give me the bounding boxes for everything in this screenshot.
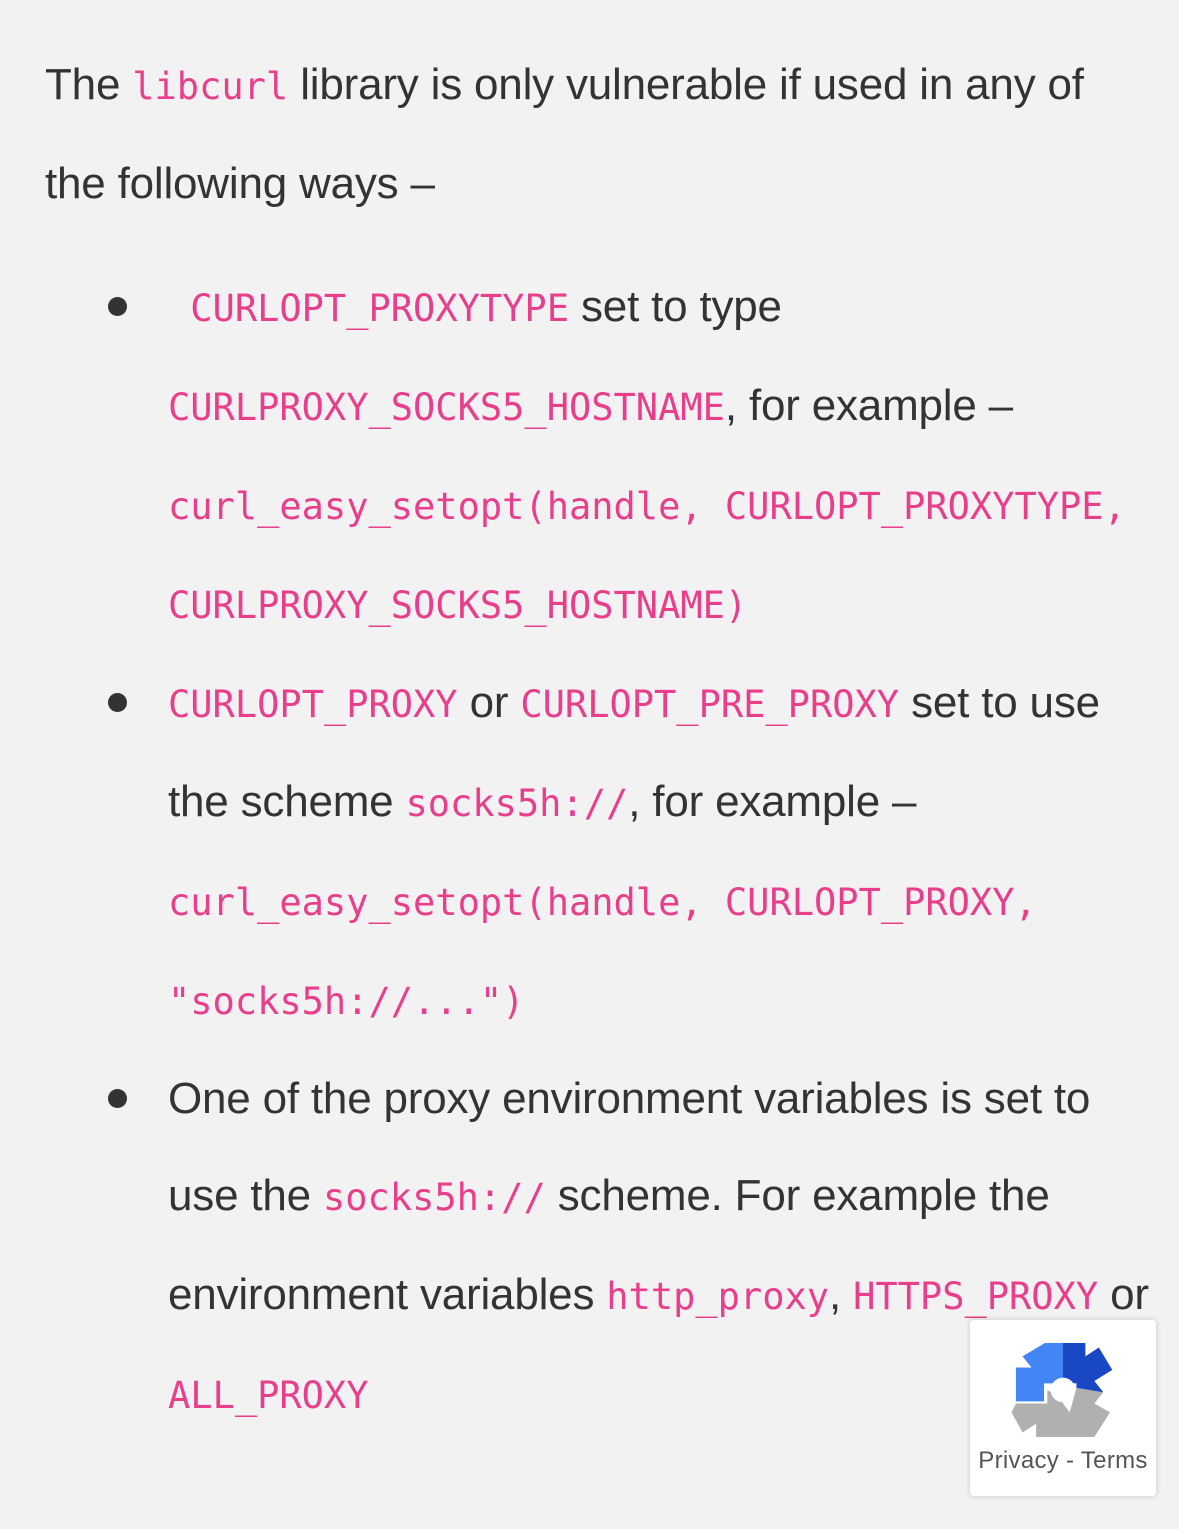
code-curlopt-proxytype: CURLOPT_PROXYTYPE [168,287,569,330]
code-curlopt-proxy: CURLOPT_PROXY [168,683,458,726]
text-set-to-use-scheme: set to use the scheme [168,678,1100,826]
text-or-2: or [1098,1270,1149,1319]
text-one-of-proxy-env: One of the proxy environment variables i… [168,1074,1091,1220]
code-curlopt-pre-proxy: CURLOPT_PRE_PROXY [520,683,900,726]
text-for-example-2: , for example – [628,777,917,826]
code-socks5h-scheme-2: socks5h:// [322,1176,546,1219]
code-all-proxy: ALL_PROXY [168,1374,369,1417]
code-curlproxy-socks5-hostname: CURLPROXY_SOCKS5_HOSTNAME [168,386,725,429]
code-socks5h-scheme: socks5h:// [405,782,629,825]
inline-code-libcurl: libcurl [132,65,289,108]
vulnerable-usage-list: CURLOPT_PROXYTYPE set to type CURLPROXY_… [0,258,1179,1444]
recaptcha-logo-icon [1011,1342,1113,1438]
code-curl-easy-setopt-proxy: curl_easy_setopt(handle, CURLOPT_PROXY, … [168,881,1060,1023]
text-scheme-for-example: scheme. For example the environment vari… [168,1171,1050,1319]
recaptcha-badge[interactable]: Privacy - Terms [970,1320,1156,1496]
bullet-marker-icon [108,1089,127,1108]
lead-paragraph: The libcurl library is only vulnerable i… [0,0,1179,232]
text-or: or [457,678,521,727]
recaptcha-privacy-terms-label[interactable]: Privacy - Terms [978,1447,1148,1474]
lead-text-part1: The [45,60,133,109]
code-https-proxy: HTTPS_PROXY [853,1275,1099,1318]
text-comma: , [829,1270,854,1319]
list-item-proxytype: CURLOPT_PROXYTYPE set to type CURLPROXY_… [0,258,1179,654]
lead-text-part2: library is only vulnerable if used in an… [45,60,1084,208]
list-item-proxy-scheme: CURLOPT_PROXY or CURLOPT_PRE_PROXY set t… [0,654,1179,1050]
bullet-marker-icon [108,693,127,712]
text-set-to-type: set to type [568,282,782,331]
list-item-env-vars: One of the proxy environment variables i… [0,1050,1179,1444]
text-for-example: , for example – [724,381,1013,430]
code-http-proxy: http_proxy [606,1275,830,1318]
code-curl-easy-setopt-proxytype: curl_easy_setopt(handle, CURLOPT_PROXYTY… [168,485,1149,627]
article-content: The libcurl library is only vulnerable i… [0,0,1179,1417]
bullet-marker-icon [108,297,127,316]
